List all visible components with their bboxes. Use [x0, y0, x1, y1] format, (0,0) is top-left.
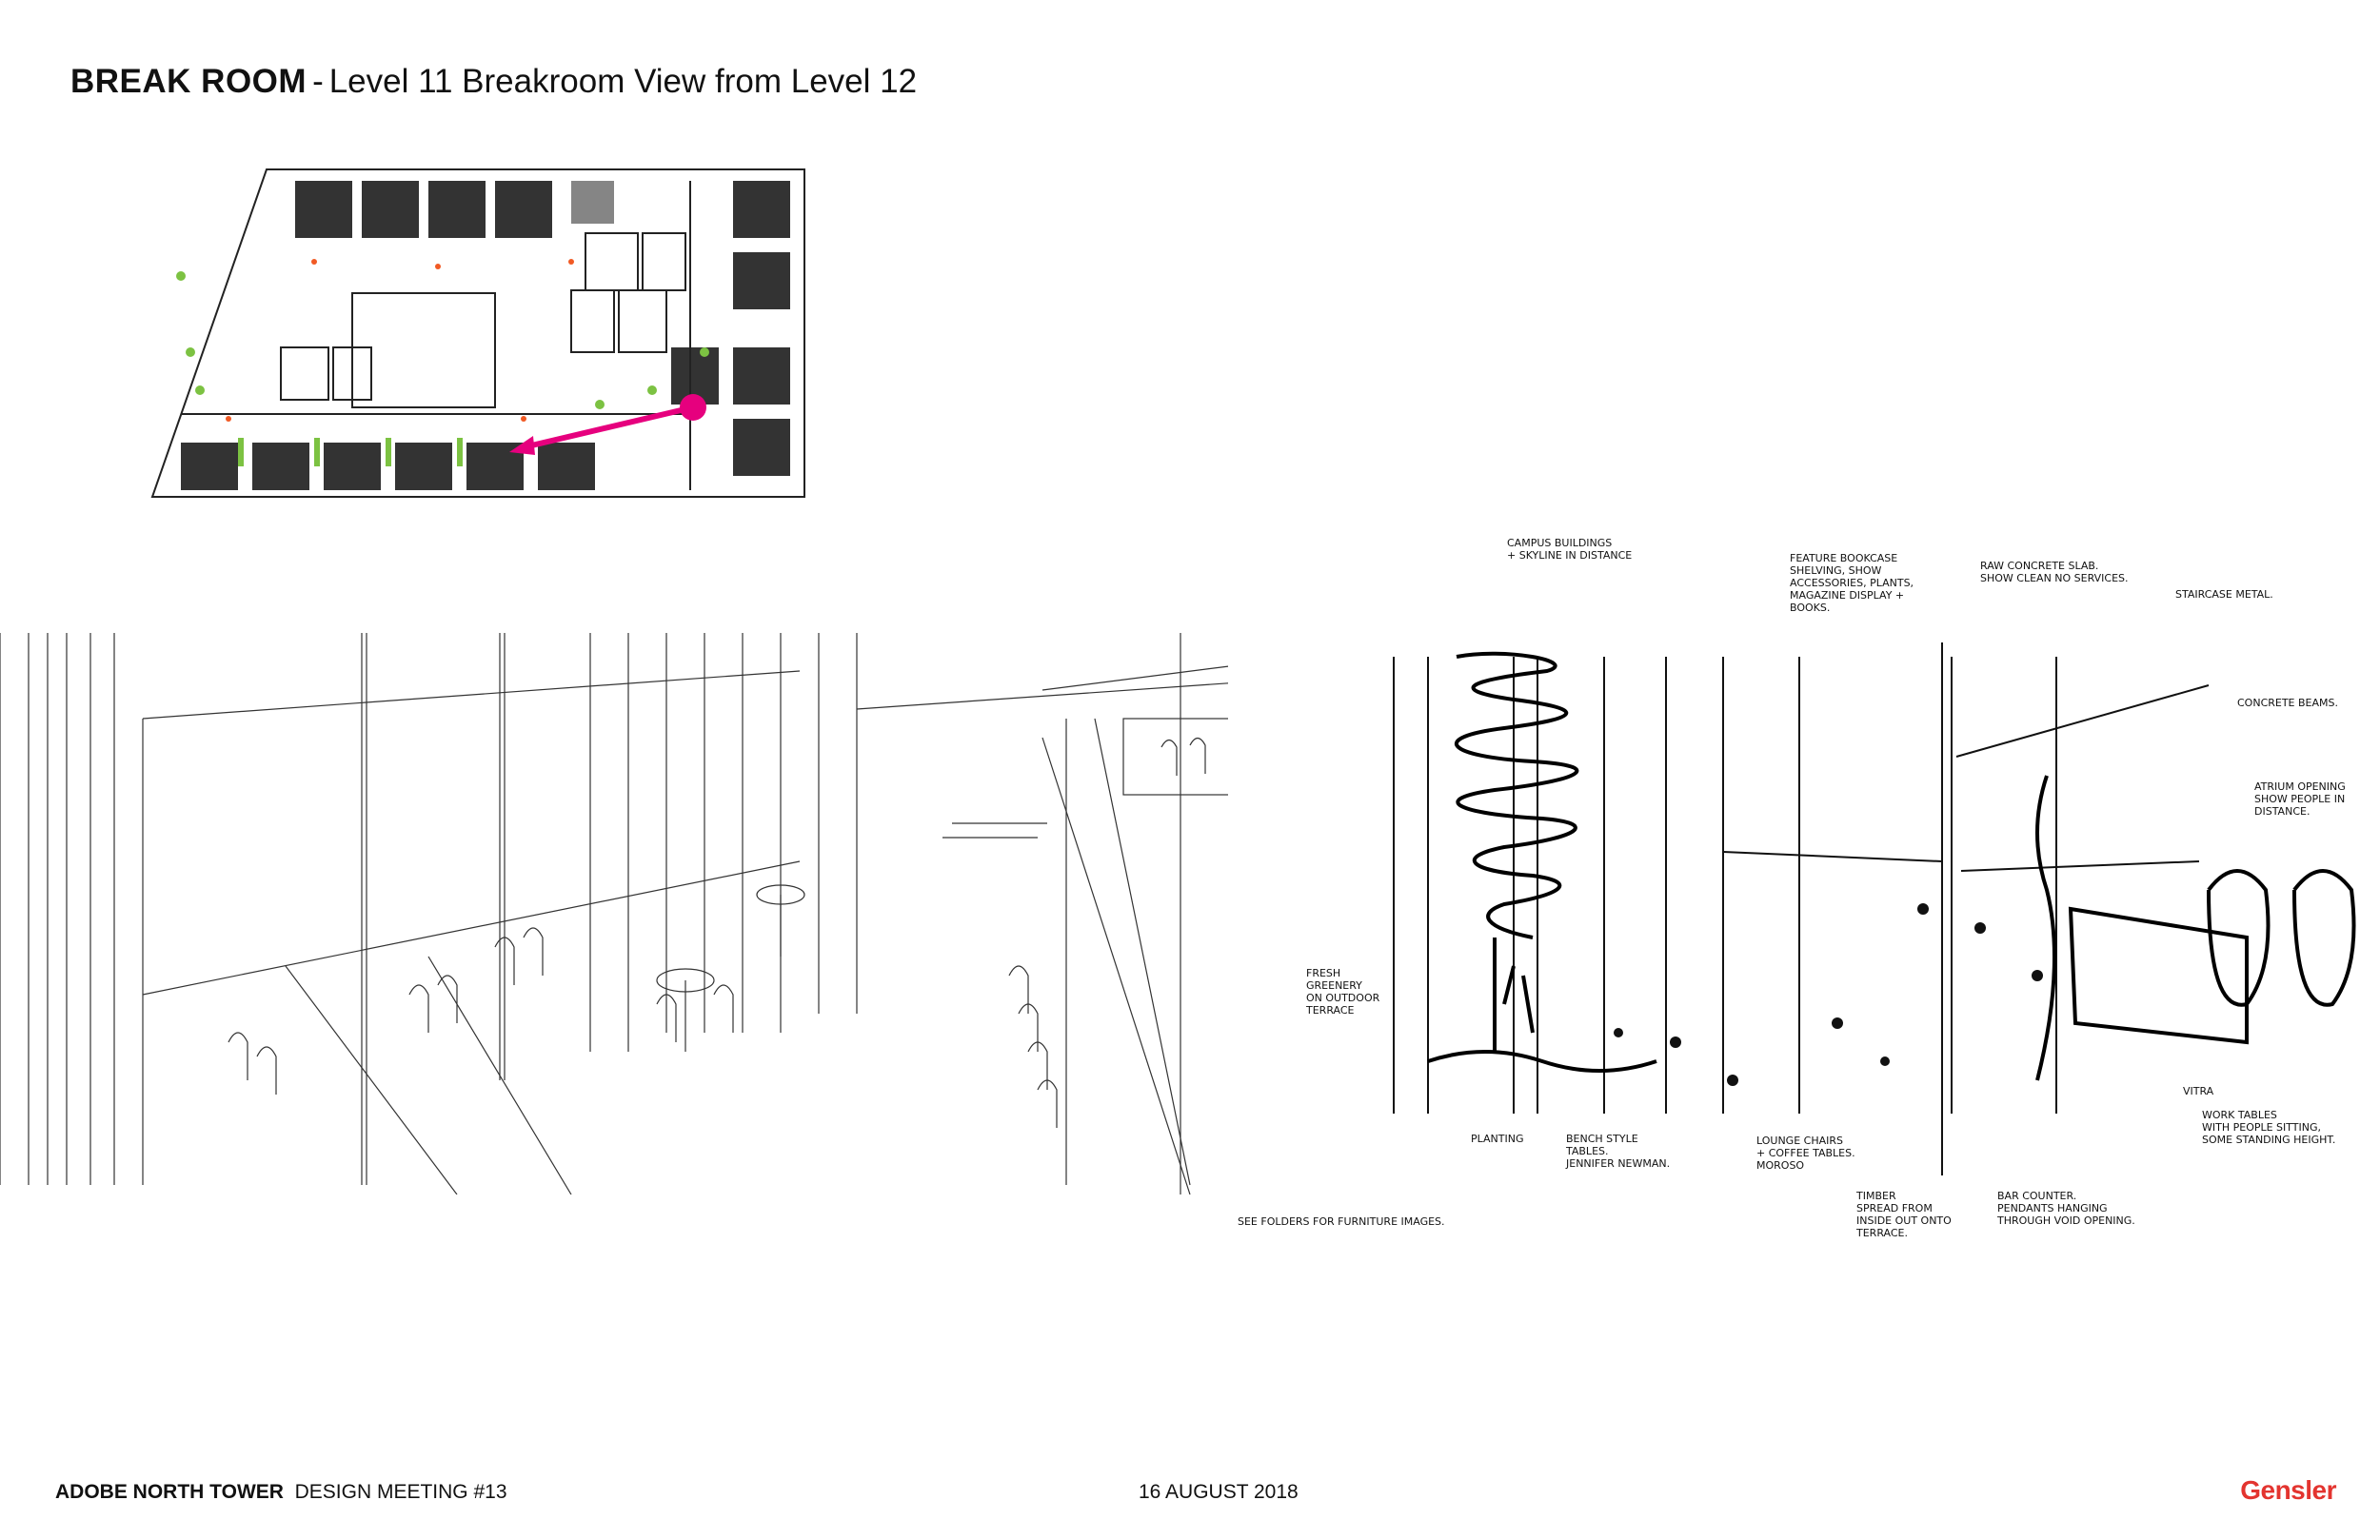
page-title: BREAK ROOM-Level 11 Breakroom View from … — [70, 63, 917, 101]
floor-plan-image — [150, 168, 805, 498]
title-separator: - — [312, 63, 324, 100]
footer-project-name: ADOBE NORTH TOWER — [55, 1481, 284, 1503]
sketch-note-lounge: LOUNGE CHAIRS+ COFFEE TABLES.MOROSO — [1756, 1135, 1855, 1172]
footer-meeting: DESIGN MEETING #13 — [294, 1481, 507, 1503]
sketch-note-vitra: VITRA — [2183, 1085, 2214, 1097]
sketch-note-campus: CAMPUS BUILDINGS+ SKYLINE IN DISTANCE — [1507, 537, 1633, 562]
sketch-note-staircase: STAIRCASE METAL. — [2175, 588, 2273, 601]
interior-render-image — [0, 633, 1228, 1194]
footer-project: ADOBE NORTH TOWER DESIGN MEETING #13 — [55, 1481, 507, 1504]
gensler-logo: Gensler — [2240, 1475, 2336, 1505]
hand-sketch-image — [1393, 642, 2356, 1175]
sketch-note-planting: PLANTING — [1471, 1133, 1524, 1145]
page-title-bold: BREAK ROOM — [70, 63, 307, 100]
sketch-note-concrete-beams: CONCRETE BEAMS. — [2237, 697, 2338, 709]
page-subtitle: Level 11 Breakroom View from Level 12 — [328, 63, 918, 100]
sketch-note-raw-concrete: RAW CONCRETE SLAB.SHOW CLEAN NO SERVICES… — [1980, 560, 2129, 584]
footer-date: 16 AUGUST 2018 — [1139, 1481, 1299, 1503]
sketch-note-see-folders: SEE FOLDERS FOR FURNITURE IMAGES. — [1238, 1215, 1445, 1228]
